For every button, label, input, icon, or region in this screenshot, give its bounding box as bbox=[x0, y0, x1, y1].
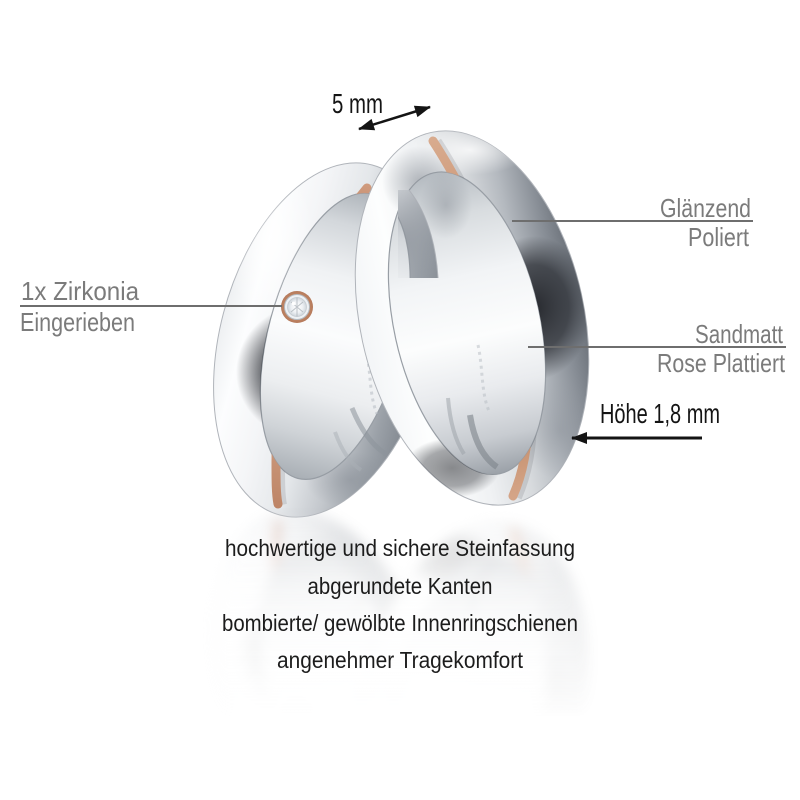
width-dimension-arrow bbox=[358, 105, 431, 131]
feature-line-3: bombierte/ gewölbte Innenringschienen bbox=[222, 610, 578, 636]
feature-line-4: angenehmer Tragekomfort bbox=[277, 647, 524, 673]
annotations-layer: 5 mm Glänzend Poliert Sandmatt Rose Plat… bbox=[20, 88, 786, 673]
feature-line-2: abgerundete Kanten bbox=[308, 573, 493, 599]
width-dimension-label: 5 mm bbox=[332, 88, 383, 119]
zirconia-stone bbox=[281, 291, 313, 323]
gloss-label-line1: Glänzend bbox=[660, 193, 751, 223]
left-ring-inner-reflections bbox=[333, 349, 388, 472]
gloss-label-line2: Poliert bbox=[688, 222, 750, 252]
right-ring-inner-reflections bbox=[420, 171, 499, 470]
matte-label-line2: Rose Plattiert bbox=[657, 348, 786, 378]
rings-photo bbox=[213, 125, 600, 518]
height-dimension-label: Höhe 1,8 mm bbox=[600, 398, 720, 429]
matte-label-line1: Sandmatt bbox=[695, 319, 784, 349]
stone-label-line2: Eingerieben bbox=[20, 307, 135, 337]
feature-line-1: hochwertige und sichere Steinfassung bbox=[225, 535, 575, 561]
stone-label-line1: 1x Zirkonia bbox=[21, 276, 140, 306]
rings-reflection bbox=[177, 486, 622, 800]
